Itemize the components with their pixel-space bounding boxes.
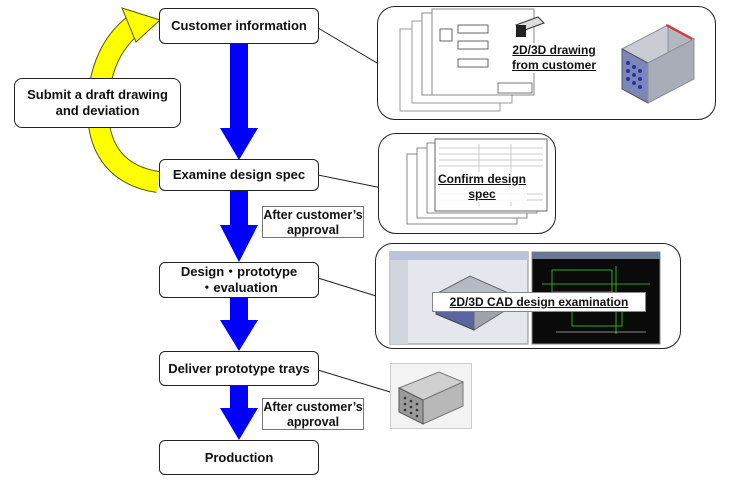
caption-confirm-line2: spec	[468, 187, 496, 201]
step-design-label-line2: ・evaluation	[200, 280, 278, 295]
step-production-label: Production	[204, 449, 274, 465]
flow-arrow-1	[220, 44, 258, 160]
feedback-arrow-head	[121, 7, 161, 43]
approval-note-1-line1: After customer’s	[263, 208, 363, 222]
step-design-label-line1: Design・prototype	[180, 264, 298, 279]
approval-note-2: After customer’s approval	[262, 398, 364, 430]
step-deliver-prototype-trays: Deliver prototype trays	[159, 351, 319, 386]
panel-confirm-spec: Confirm design spec	[378, 133, 556, 234]
approval-note-2-line1: After customer’s	[263, 400, 363, 414]
caption-cad-design-examination: 2D/3D CAD design examination	[432, 292, 646, 312]
leader-line-examine	[317, 174, 383, 189]
panel-cad-examination: 2D/3D CAD design examination	[375, 243, 681, 349]
flow-arrow-4	[220, 386, 258, 440]
feedback-label-line2: and deviation	[55, 103, 140, 118]
feedback-label-line1: Submit a draft drawing	[27, 87, 168, 102]
step-design-prototype-evaluation: Design・prototype ・evaluation	[159, 262, 319, 298]
approval-note-2-line2: approval	[286, 415, 340, 429]
flow-arrow-3	[220, 298, 258, 351]
step-production: Production	[159, 440, 319, 475]
caption-confirm-line1: Confirm design	[437, 172, 526, 186]
feedback-submit-draft: Submit a draft drawing and deviation	[14, 78, 181, 128]
step-customer-information: Customer information	[159, 8, 319, 44]
caption-confirm-design-spec: Confirm design spec	[437, 172, 527, 202]
server-tray-icon	[620, 24, 696, 104]
caption-drawing-line1: 2D/3D drawing	[512, 43, 596, 57]
caption-drawing-line2: from customer	[511, 58, 597, 72]
step-examine-design-spec: Examine design spec	[159, 159, 319, 191]
leader-line-design	[317, 277, 377, 297]
step-deliver-label: Deliver prototype trays	[168, 360, 310, 376]
approval-note-1-line2: approval	[286, 223, 340, 237]
prototype-tray-photo-icon	[390, 363, 472, 429]
caption-cad-text: 2D/3D CAD design examination	[449, 295, 629, 309]
caption-drawing-from-customer: 2D/3D drawing from customer	[504, 43, 604, 73]
leader-line-customer	[317, 27, 383, 67]
step-customer-information-label: Customer information	[171, 18, 307, 33]
leader-line-deliver	[317, 369, 391, 393]
step-examine-label: Examine design spec	[172, 167, 306, 182]
drawing-sheets-icon	[399, 8, 545, 112]
panel-customer-drawings: 2D/3D drawing from customer	[377, 6, 716, 120]
approval-note-1: After customer’s approval	[262, 206, 364, 238]
flow-arrow-2	[220, 191, 258, 262]
